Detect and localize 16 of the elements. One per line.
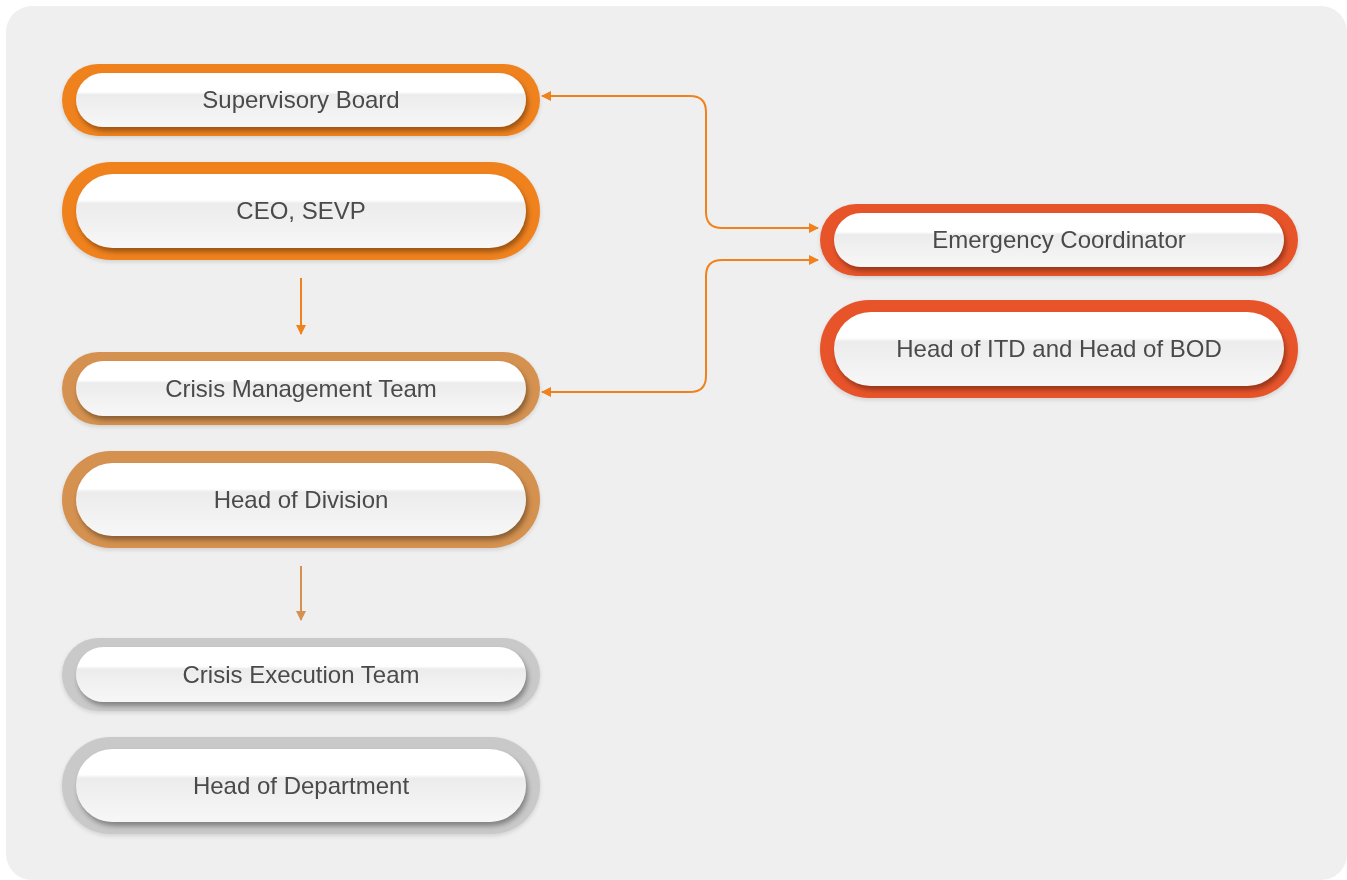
node-label: Crisis Management Team [165, 374, 437, 403]
node-label: Head of ITD and Head of BOD [896, 335, 1222, 363]
arrow [296, 565, 306, 621]
arrow [541, 91, 819, 233]
arrow [296, 277, 306, 335]
node-label: Head of Department [192, 771, 410, 800]
rounded-pill-box [62, 352, 540, 425]
node-label: Emergency Coordinator [932, 226, 1186, 254]
node-label: Head of Division [213, 485, 389, 514]
node-label: Crisis Execution Team [182, 660, 420, 689]
arrow [541, 255, 819, 397]
node-label: Supervisory Board [202, 86, 400, 114]
rounded-pill-box [62, 64, 540, 136]
rounded-pill-box [820, 204, 1298, 276]
rounded-pill-box [62, 638, 540, 711]
node-label: CEO, SEVP [236, 197, 366, 225]
